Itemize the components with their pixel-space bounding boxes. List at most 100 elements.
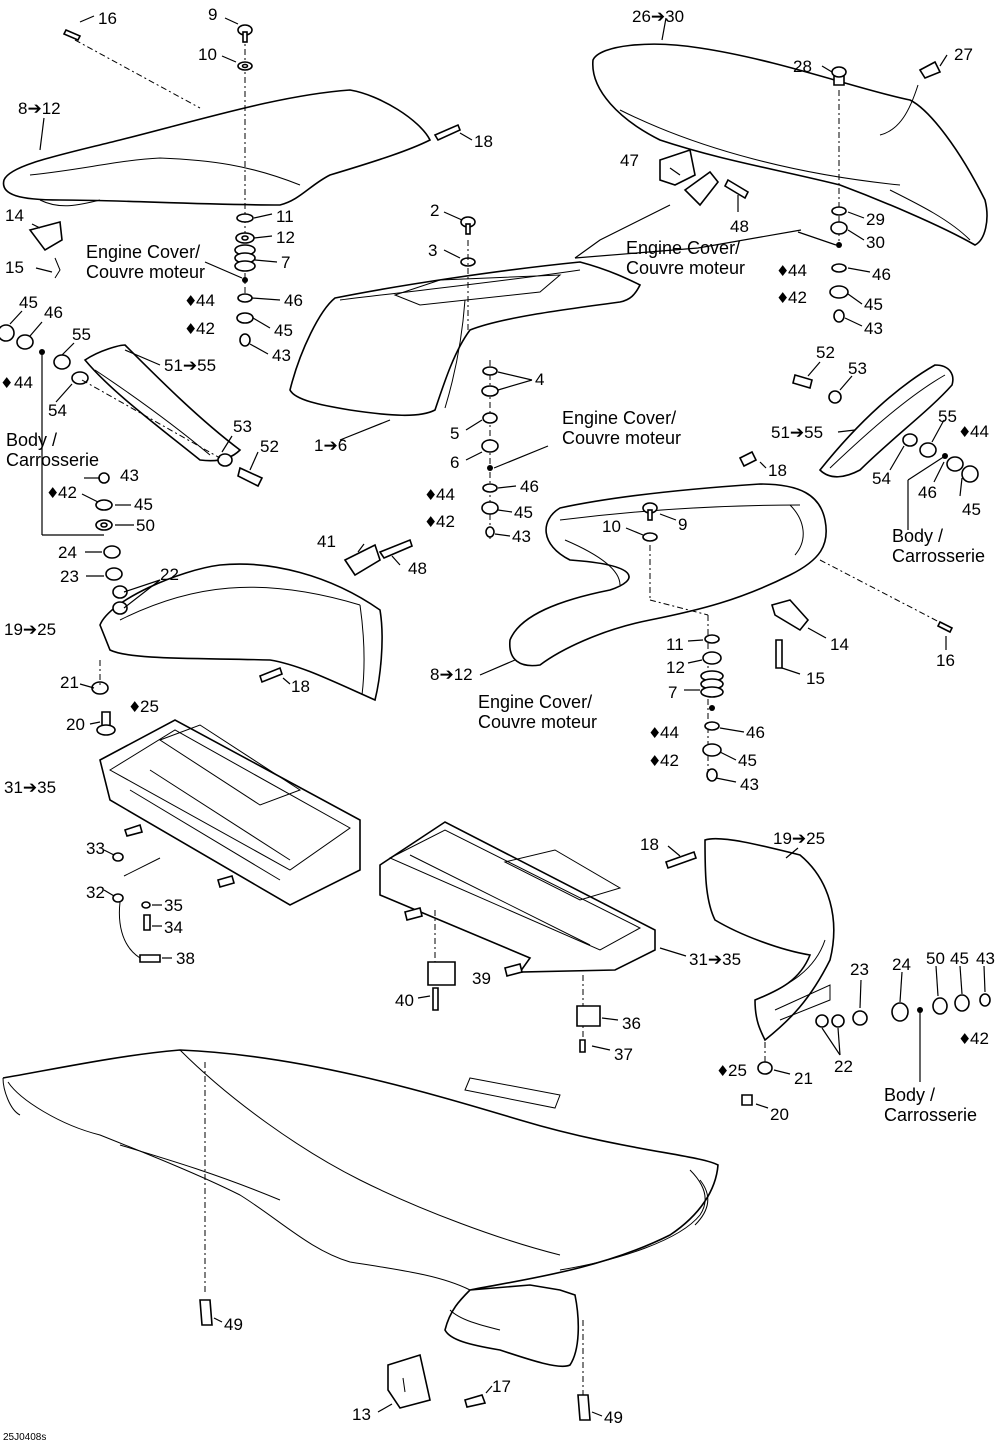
label-26-30: 26➔30 [632, 7, 684, 26]
drop-icon: ♦ [46, 484, 59, 502]
callout-couvre-moteur-4: Couvre moteur [478, 712, 597, 732]
callout-engine-cover-2: Engine Cover/ [626, 238, 740, 258]
label-46d: 46 [520, 477, 539, 496]
callout-engine-cover-1: Engine Cover/ [86, 242, 200, 262]
drop-icon: ♦ [776, 289, 789, 307]
label-15a: 15 [5, 258, 24, 277]
drop-icon: ♦ [128, 698, 141, 716]
left-seat-cushion-assembly: 31➔35 33 32 35 34 38 [4, 719, 361, 968]
label-46c: 46 [872, 265, 891, 284]
label-42b: 42 [58, 483, 77, 502]
label-24b: 24 [892, 955, 911, 974]
callout-couvre-moteur-1: Couvre moteur [86, 262, 205, 282]
label-53b: 53 [848, 359, 867, 378]
label-45d: 45 [864, 295, 883, 314]
label-28: 28 [793, 57, 812, 76]
drop-icon: ♦ [958, 423, 971, 441]
center-cover-assembly: 2 3 1➔6 4 5 6 ♦ 44 46 45 ♦ 42 43 Engine … [289, 201, 802, 546]
hull-body: 49 13 17 49 [2, 1049, 719, 1427]
label-18c: 18 [768, 461, 787, 480]
label-18d: 18 [640, 835, 659, 854]
label-18a: 18 [474, 132, 493, 151]
label-46f: 46 [746, 723, 765, 742]
left-bracket-assembly: 45 46 55 ♦ 44 54 51➔55 53 52 Body / Carr… [0, 293, 279, 536]
drop-icon: ♦ [0, 374, 13, 392]
label-45h: 45 [950, 949, 969, 968]
callout-body-2: Body / [892, 526, 943, 546]
label-9b: 9 [678, 515, 687, 534]
label-5: 5 [450, 424, 459, 443]
label-38a: 38 [176, 949, 195, 968]
label-29: 29 [866, 210, 885, 229]
label-22b: 22 [834, 1057, 853, 1076]
label-45a: 45 [274, 321, 293, 340]
label-19-25a: 19➔25 [4, 620, 56, 639]
label-43b: 43 [120, 466, 139, 485]
label-49b: 49 [604, 1408, 623, 1427]
label-45e: 45 [514, 503, 533, 522]
label-43d: 43 [512, 527, 531, 546]
label-21a: 21 [60, 673, 79, 692]
drop-icon: ♦ [184, 292, 197, 310]
label-39: 39 [472, 969, 491, 988]
label-55a: 55 [72, 325, 91, 344]
label-19-25b: 19➔25 [773, 829, 825, 848]
label-45c: 45 [134, 495, 153, 514]
label-44c: 44 [788, 261, 807, 280]
label-11b: 11 [666, 635, 684, 654]
drop-icon: ♦ [648, 724, 661, 742]
label-43c: 43 [864, 319, 883, 338]
label-54b: 54 [872, 469, 891, 488]
label-4: 4 [535, 370, 544, 389]
label-20b: 20 [770, 1105, 789, 1124]
drop-icon: ♦ [648, 752, 661, 770]
center-seat-cushion-assembly: 31➔35 39 40 36 37 [379, 821, 741, 1064]
label-43f: 43 [976, 949, 995, 968]
label-41a: 41 [317, 532, 336, 551]
label-50a: 50 [136, 516, 155, 535]
label-25a: 25 [140, 697, 159, 716]
label-47: 47 [620, 151, 639, 170]
callout-carrosserie-1: Carrosserie [6, 450, 99, 470]
label-24a: 24 [58, 543, 77, 562]
label-46b: 46 [44, 303, 63, 322]
drop-icon: ♦ [716, 1062, 729, 1080]
label-44b: 44 [14, 373, 33, 392]
label-42f: 42 [970, 1029, 989, 1048]
drop-icon: ♦ [776, 262, 789, 280]
label-43e: 43 [740, 775, 759, 794]
drop-icon: ♦ [958, 1030, 971, 1048]
label-12a: 12 [276, 228, 295, 247]
label-32a: 32 [86, 883, 105, 902]
center-seat-assembly: 18 10 9 14 16 15 8➔12 11 12 7 46 ♦ 44 45… [430, 450, 955, 794]
label-23a: 23 [60, 567, 79, 586]
label-45f: 45 [962, 500, 981, 519]
label-31-35a: 31➔35 [4, 778, 56, 797]
label-46a: 46 [284, 291, 303, 310]
label-27: 27 [954, 45, 973, 64]
label-25b: 25 [728, 1061, 747, 1080]
label-22a: 22 [160, 565, 179, 584]
callout-couvre-moteur-2: Couvre moteur [626, 258, 745, 278]
label-42e: 42 [660, 751, 679, 770]
label-11a: 11 [276, 207, 294, 226]
label-15b: 15 [806, 669, 825, 688]
label-14a: 14 [5, 206, 24, 225]
left-side-panel-assembly: 43 ♦ 42 45 50 24 23 22 19➔25 41 48 18 21… [4, 466, 427, 736]
label-40: 40 [395, 991, 414, 1010]
label-7a: 7 [281, 253, 290, 272]
right-side-panel-assembly: 18 19➔25 23 24 50 45 43 ♦ 42 22 ♦ 25 21 … [640, 829, 995, 1125]
label-44a: 44 [196, 291, 215, 310]
label-34a: 34 [164, 918, 183, 937]
callout-engine-cover-4: Engine Cover/ [478, 692, 592, 712]
label-16b: 16 [936, 651, 955, 670]
label-51-55a: 51➔55 [164, 356, 216, 375]
label-52a: 52 [260, 437, 279, 456]
label-8-12b: 8➔12 [430, 665, 473, 684]
label-46e: 46 [918, 483, 937, 502]
label-35a: 35 [164, 896, 183, 915]
right-bracket-assembly: 52 53 51➔55 55 ♦ 44 54 46 45 Body / Carr… [771, 343, 989, 566]
label-37: 37 [614, 1045, 633, 1064]
label-52b: 52 [816, 343, 835, 362]
